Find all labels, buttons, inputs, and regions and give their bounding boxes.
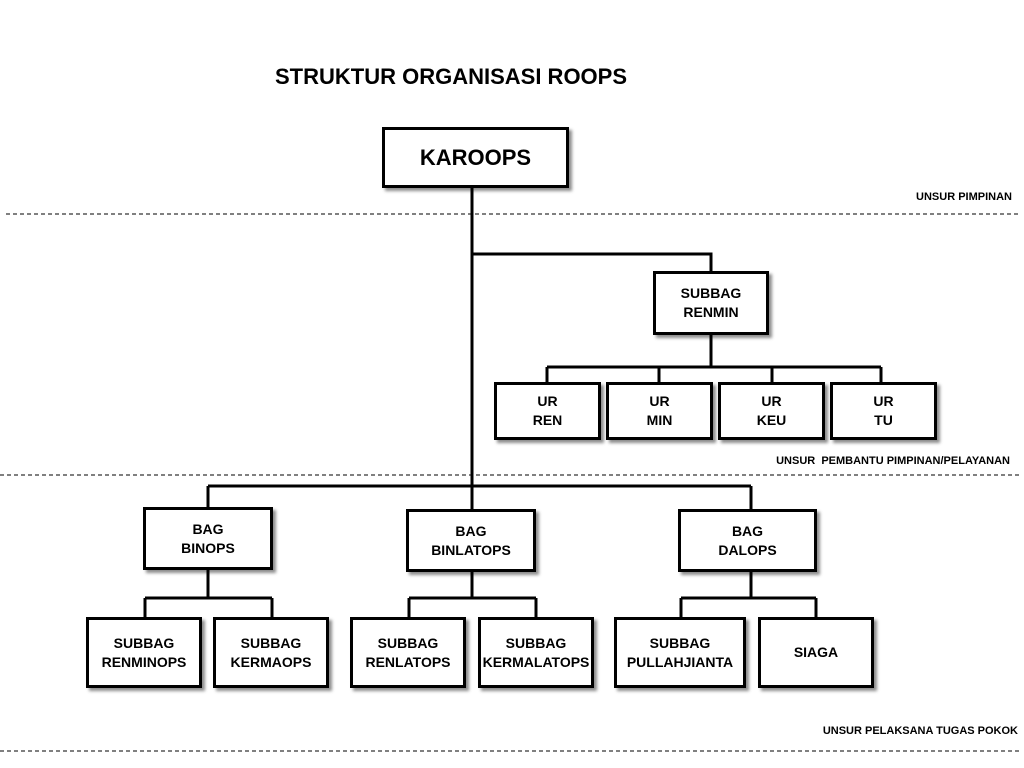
node-ur-tu: UR TU	[830, 382, 937, 440]
node-subbag-pullahjianta: SUBBAG PULLAHJIANTA	[614, 617, 746, 688]
node-bag-binlatops-label: BAG BINLATOPS	[431, 522, 511, 558]
node-subbag-renmin-label: SUBBAG RENMIN	[680, 285, 742, 320]
node-bag-dalops: BAG DALOPS	[678, 509, 817, 572]
node-bag-dalops-label: BAG DALOPS	[718, 522, 777, 558]
node-subbag-kermaops-label: SUBBAG KERMAOPS	[230, 634, 312, 670]
node-karoops: KAROOPS	[382, 127, 569, 188]
node-ur-tu-label: UR TU	[873, 393, 894, 428]
node-ur-min-label: UR MIN	[646, 393, 673, 428]
node-subbag-renlatops: SUBBAG RENLATOPS	[350, 617, 466, 688]
node-ur-ren: UR REN	[494, 382, 601, 440]
zone-label-pembantu: UNSUR PEMBANTU PIMPINAN/PELAYANAN	[776, 455, 1010, 467]
node-bag-binops-label: BAG BINOPS	[181, 520, 235, 556]
node-ur-keu: UR KEU	[718, 382, 825, 440]
node-siaga-label: SIAGA	[793, 644, 839, 660]
node-ur-keu-label: UR KEU	[756, 393, 787, 428]
chart-title: STRUKTUR ORGANISASI ROOPS	[275, 64, 628, 89]
zone-label-pimpinan: UNSUR PIMPINAN	[916, 191, 1012, 203]
node-subbag-pullahjianta-label: SUBBAG PULLAHJIANTA	[626, 634, 734, 670]
node-bag-binops: BAG BINOPS	[143, 507, 273, 570]
node-karoops-label: KAROOPS	[419, 144, 532, 170]
connector-renmin	[472, 252, 713, 272]
node-ur-min: UR MIN	[606, 382, 713, 440]
node-subbag-renlatops-label: SUBBAG RENLATOPS	[365, 634, 451, 670]
node-subbag-renmin: SUBBAG RENMIN	[653, 271, 769, 335]
node-ur-ren-label: UR REN	[532, 393, 563, 428]
zone-label-pelaksana: UNSUR PELAKSANA TUGAS POKOK	[822, 725, 1018, 737]
node-bag-binlatops: BAG BINLATOPS	[406, 509, 536, 572]
node-siaga: SIAGA	[758, 617, 874, 688]
node-subbag-kermaops: SUBBAG KERMAOPS	[213, 617, 329, 688]
node-subbag-kermalatops: SUBBAG KERMALATOPS	[478, 617, 594, 688]
node-subbag-renminops-label: SUBBAG RENMINOPS	[101, 634, 187, 670]
node-subbag-kermalatops-label: SUBBAG KERMALATOPS	[482, 634, 590, 670]
node-subbag-renminops: SUBBAG RENMINOPS	[86, 617, 202, 688]
